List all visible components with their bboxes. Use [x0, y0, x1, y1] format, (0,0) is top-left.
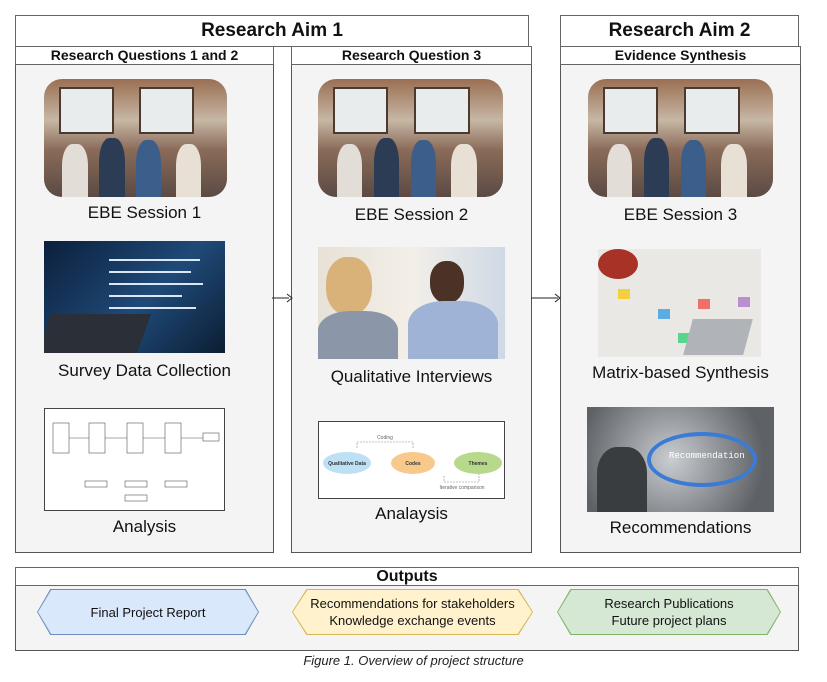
node-qualitative-data — [323, 452, 371, 474]
ebe-session-3-label: EBE Session 3 — [623, 205, 738, 224]
research-aim-1-header: Research Aim 1 — [15, 15, 529, 47]
coding-diagram: Coding Iterative comparison Qualitative … — [318, 421, 505, 499]
interview-photo — [318, 247, 505, 359]
column-header: Research Questions 1 and 2 — [15, 46, 274, 65]
column-rq3: Research Question 3 EBE Session 2 Qualit… — [291, 46, 532, 553]
column-evidence-synthesis: Evidence Synthesis EBE Session 3 Matrix-… — [560, 46, 801, 553]
matrix-based-synthesis-label: Matrix-based Synthesis — [592, 363, 769, 382]
meeting-photo — [318, 79, 503, 197]
column-header: Evidence Synthesis — [560, 46, 801, 65]
output-final-report: Final Project Report — [38, 590, 258, 634]
arrow-col1-to-col2 — [272, 293, 293, 303]
svg-text:Themes: Themes — [469, 461, 488, 467]
qualitative-interviews-label: Qualitative Interviews — [330, 367, 493, 386]
outputs-header: Outputs — [15, 567, 799, 586]
research-aim-2-header: Research Aim 2 — [560, 15, 799, 47]
recommendation-photo: Recommendation — [587, 407, 774, 512]
ebe-session-1-label: EBE Session 1 — [87, 203, 202, 222]
recommendations-label: Recommendations — [609, 518, 752, 537]
ebe-session-2-label: EBE Session 2 — [354, 205, 469, 224]
survey-photo — [44, 241, 225, 353]
node-codes — [391, 452, 435, 474]
column-rq1-2: Research Questions 1 and 2 EBE Session 1… — [15, 46, 274, 553]
edge-iterative: Iterative comparison — [439, 485, 484, 491]
column-header: Research Question 3 — [291, 46, 532, 65]
analaysis-label-2: Analaysis — [375, 504, 448, 523]
analysis-label-1: Analysis — [112, 517, 177, 536]
survey-data-collection-label: Survey Data Collection — [58, 361, 231, 380]
edge-coding: Coding — [377, 435, 393, 441]
recommendation-image-text: Recommendation — [669, 451, 745, 461]
meeting-photo — [588, 79, 773, 197]
svg-text:Qualitative Data: Qualitative Data — [328, 461, 366, 467]
meeting-photo — [44, 79, 227, 197]
figure-caption: Figure 1. Overview of project structure — [303, 653, 524, 668]
svg-text:Codes: Codes — [405, 461, 421, 467]
arrow-col2-to-col3 — [531, 293, 561, 303]
analysis-flowchart-image — [44, 408, 225, 511]
matrix-synthesis-photo — [598, 249, 761, 357]
node-themes — [454, 452, 502, 474]
